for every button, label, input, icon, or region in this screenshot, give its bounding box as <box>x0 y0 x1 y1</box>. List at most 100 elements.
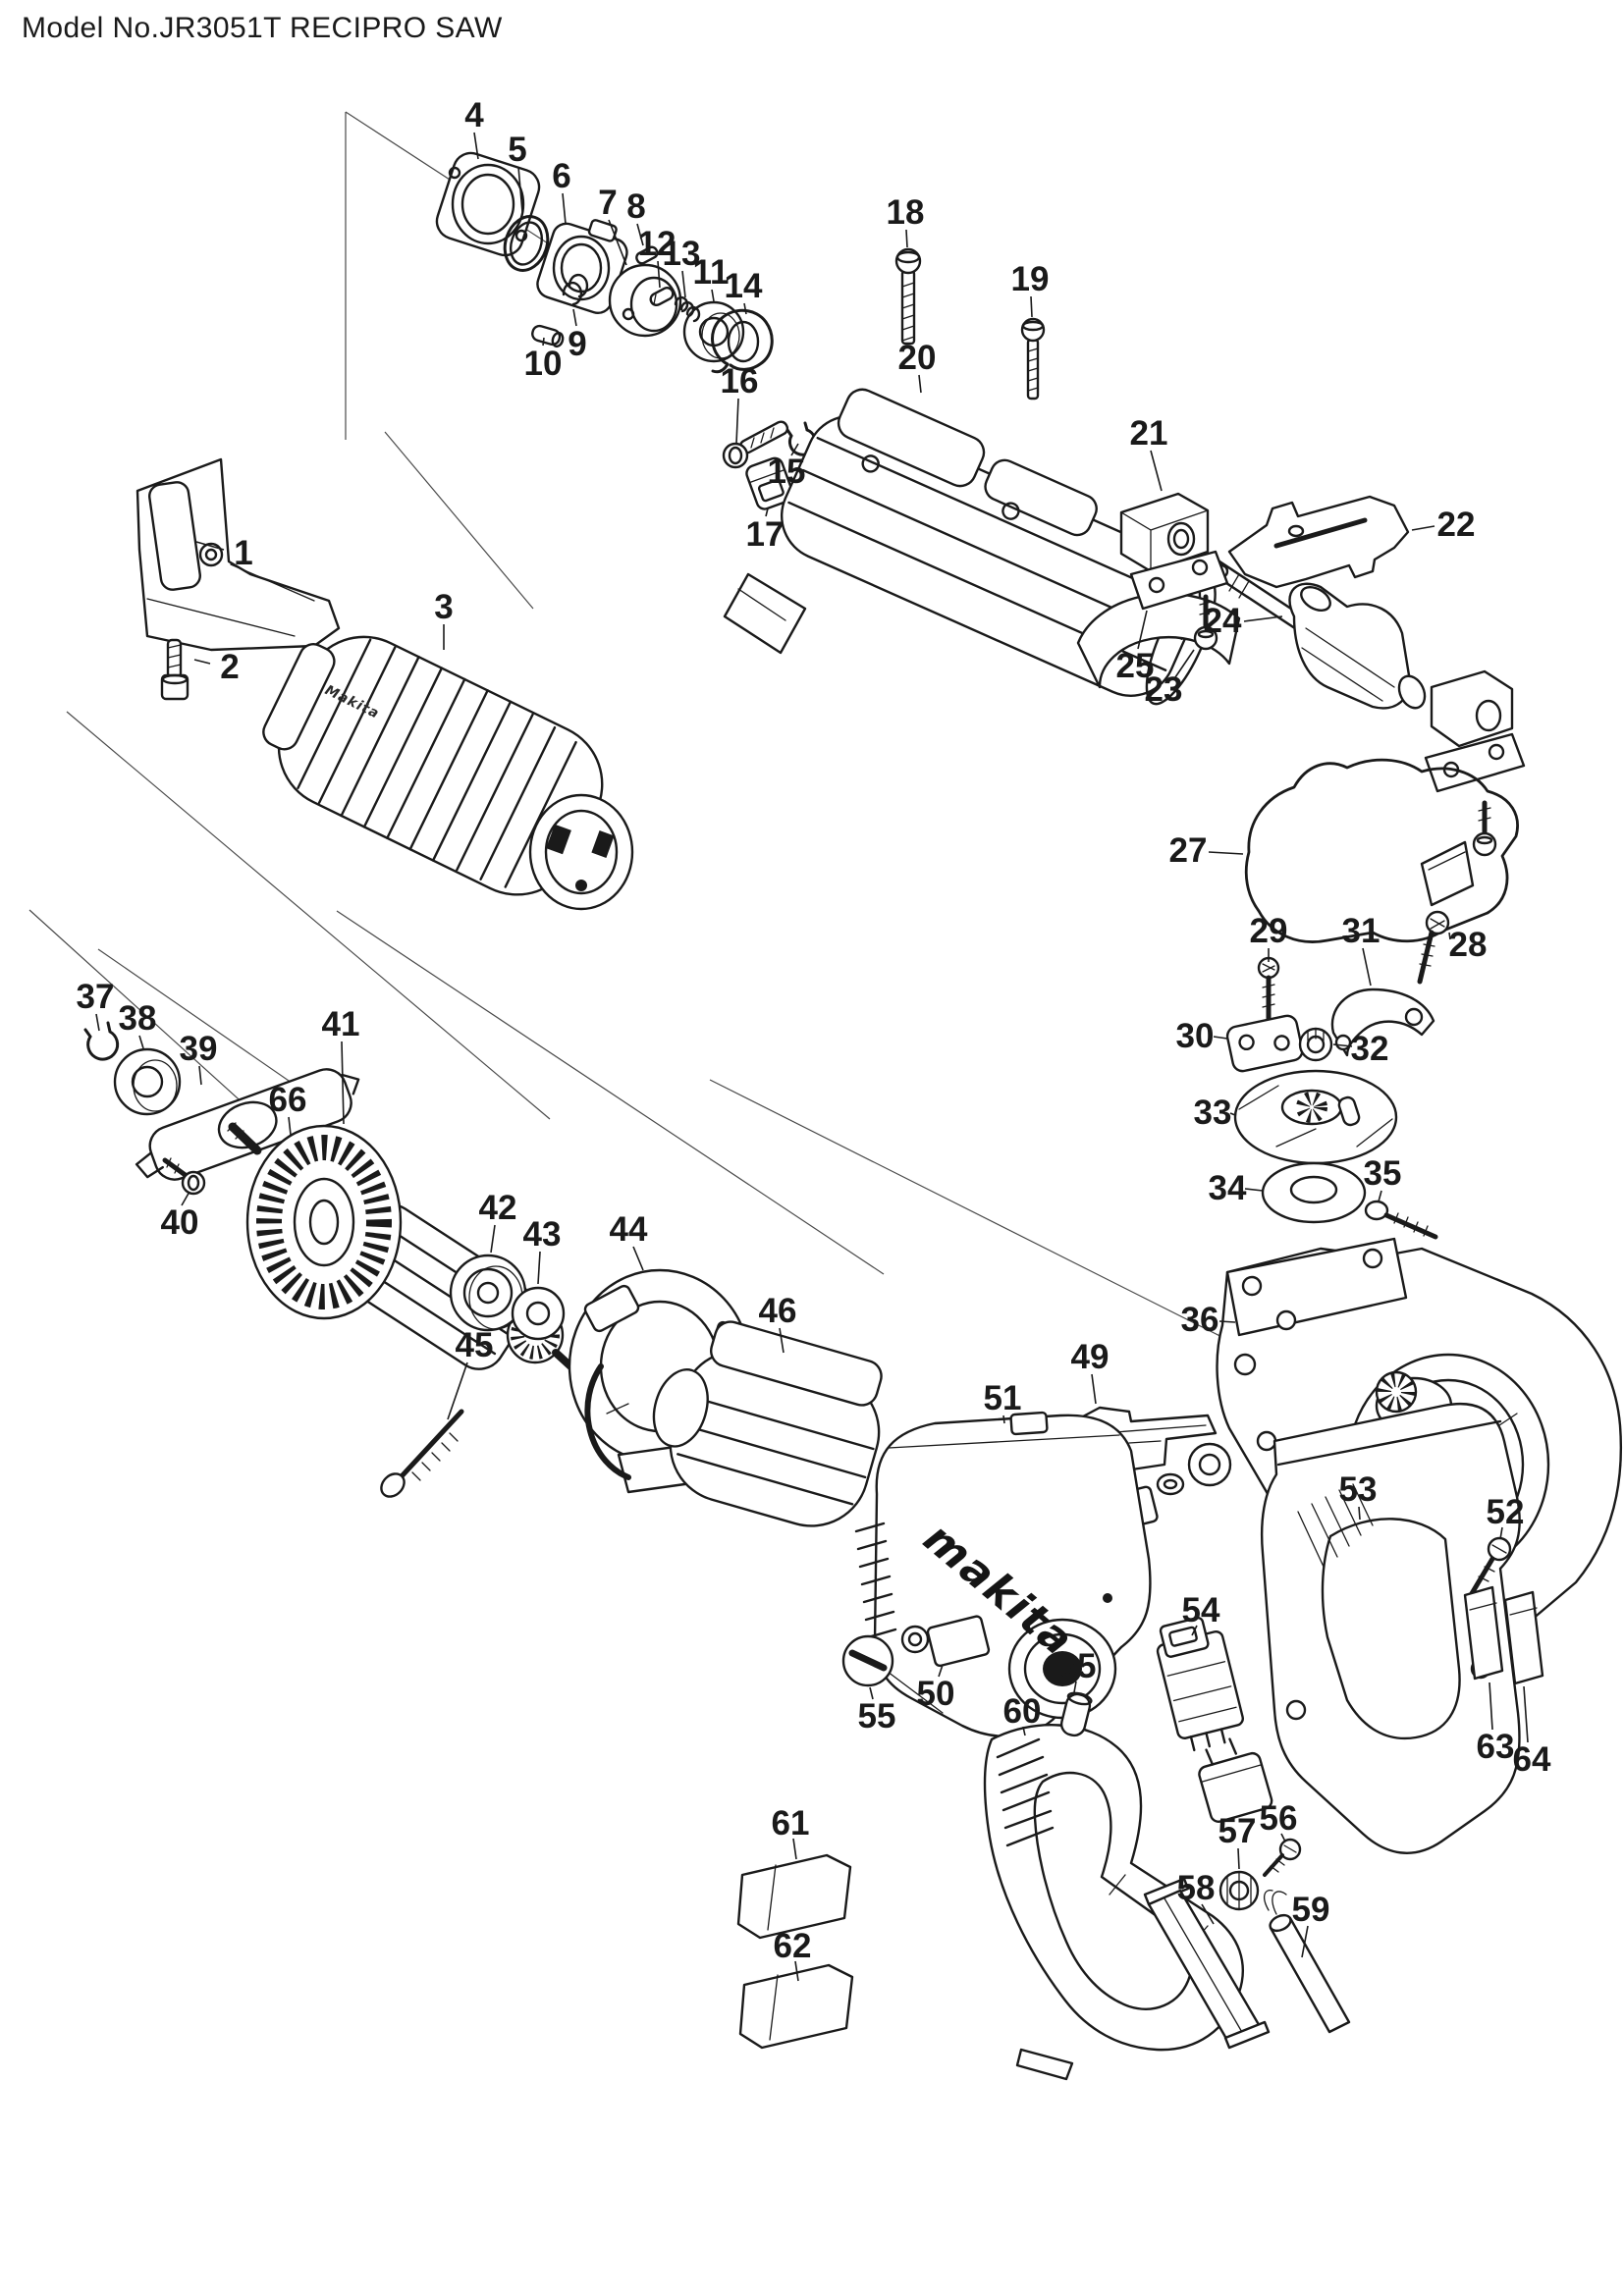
part-illustration-capacitor <box>1198 1737 1273 1823</box>
leader-line-40 <box>181 1191 190 1206</box>
part-label-61: 61 <box>772 1804 810 1842</box>
part-label-2: 2 <box>220 648 239 686</box>
leader-line-5 <box>517 166 523 213</box>
part-label-24: 24 <box>1204 602 1242 640</box>
leader-line-25 <box>1137 610 1148 650</box>
part-label-21: 21 <box>1130 414 1168 453</box>
part-illustration-25-plate <box>1129 550 1229 611</box>
part-label-27: 27 <box>1169 831 1208 870</box>
part-illustration-23-screw <box>1193 594 1218 651</box>
part-label-4: 4 <box>464 96 484 134</box>
part-illustration-30-plate <box>1225 1014 1304 1073</box>
part-label-12: 12 <box>638 225 677 263</box>
leader-line-55 <box>869 1686 874 1700</box>
part-label-64: 64 <box>1513 1740 1551 1779</box>
leader-line-39 <box>198 1065 202 1086</box>
part-label-22: 22 <box>1437 506 1476 544</box>
part-illustration-14-ring-spring <box>711 308 774 374</box>
part-illustration-58-power-cord <box>1143 1877 1271 2050</box>
part-label-5: 5 <box>508 131 526 169</box>
leader-line-27 <box>1208 851 1244 855</box>
leader-line-18 <box>905 229 908 248</box>
part-label-31: 31 <box>1342 912 1380 950</box>
part-label-53: 53 <box>1339 1470 1378 1509</box>
leader-line-9 <box>572 308 577 327</box>
part-illustration-19-screw <box>1020 317 1046 400</box>
leader-line-24 <box>1243 615 1283 622</box>
leader-line-21 <box>1150 450 1163 492</box>
leader-line-49 <box>1091 1373 1097 1405</box>
part-illustration-57-cord-clamp <box>1218 1870 1260 1911</box>
leader-line-63 <box>1489 1682 1493 1731</box>
leader-line-10 <box>542 337 545 347</box>
leader-line-11 <box>711 289 715 302</box>
part-illustration-40-screw <box>162 1157 206 1196</box>
part-label-36: 36 <box>1181 1301 1219 1339</box>
leader-line-34 <box>1244 1188 1264 1192</box>
leader-line-44 <box>632 1246 644 1271</box>
leader-line-37 <box>95 1013 100 1032</box>
part-label-41: 41 <box>322 1005 360 1043</box>
part-label-65: 65 <box>1058 1647 1097 1685</box>
part-label-35: 35 <box>1364 1154 1402 1193</box>
leader-line-61 <box>792 1838 797 1860</box>
leader-line-57 <box>1237 1847 1240 1870</box>
part-label-37: 37 <box>77 978 115 1016</box>
part-label-30: 30 <box>1176 1017 1215 1055</box>
part-illustration-61-label <box>736 1853 852 1940</box>
part-illustration-56-screw <box>1263 1838 1302 1877</box>
part-label-44: 44 <box>610 1210 648 1249</box>
leader-line-60 <box>1022 1726 1026 1736</box>
part-illustration-62-name-plate <box>738 1963 854 2050</box>
leader-line-15 <box>790 443 799 456</box>
part-illustration-1-shoe-bracket <box>135 457 341 652</box>
leader-line-54 <box>1191 1625 1198 1636</box>
leader-line-45 <box>447 1362 468 1420</box>
leader-line-52 <box>1499 1526 1503 1540</box>
part-label-17: 17 <box>746 515 785 554</box>
part-label-23: 23 <box>1145 670 1183 709</box>
part-illustration-59-cord-guard <box>1263 1890 1351 2034</box>
leader-line-22 <box>1411 525 1435 531</box>
part-label-39: 39 <box>180 1030 218 1068</box>
leader-lines <box>95 132 1529 1982</box>
part-label-38: 38 <box>119 999 157 1038</box>
part-label-3: 3 <box>434 588 453 626</box>
leader-line-12 <box>657 260 661 289</box>
part-illustration-41-armature <box>227 1122 589 1389</box>
part-illustration-20-gear-housing <box>723 388 1241 706</box>
part-illustration-34-washer <box>1261 1161 1367 1224</box>
part-label-7: 7 <box>598 184 617 222</box>
part-label-57: 57 <box>1218 1812 1257 1850</box>
leader-line-64 <box>1523 1685 1529 1743</box>
part-illustration-8-pin <box>635 245 659 265</box>
part-label-28: 28 <box>1449 926 1488 964</box>
part-illustration-32-pin-sleeve <box>1298 1027 1333 1062</box>
leader-line-51 <box>1002 1415 1005 1424</box>
part-label-34: 34 <box>1209 1169 1247 1207</box>
part-label-51: 51 <box>984 1379 1022 1417</box>
leader-line-17 <box>765 507 769 517</box>
part-label-15: 15 <box>768 453 806 491</box>
page-title: Model No.JR3051T RECIPRO SAW <box>22 12 503 44</box>
leader-line-8 <box>636 223 644 246</box>
part-illustration-13-spring <box>674 295 701 323</box>
part-label-9: 9 <box>568 325 586 363</box>
part-illustration-3-front-housing: Makita <box>262 635 634 911</box>
leader-line-50 <box>938 1664 944 1678</box>
part-illustration-27-gasket <box>1244 758 1519 943</box>
leader-line-38 <box>138 1035 144 1049</box>
part-label-29: 29 <box>1250 912 1288 950</box>
leader-line-30 <box>1213 1036 1228 1040</box>
part-label-1: 1 <box>234 534 252 572</box>
part-illustration-21-slider-block <box>1119 492 1210 573</box>
part-illustration-65-sleeve <box>1059 1691 1093 1737</box>
part-label-25: 25 <box>1116 647 1155 685</box>
part-illustration-60-handle-housing <box>983 1724 1244 2081</box>
leader-line-32 <box>1332 1043 1353 1047</box>
part-illustration-55-brush-cap <box>841 1634 894 1687</box>
part-illustration-64-sticker <box>1503 1590 1544 1685</box>
part-illustration-35-screw <box>1364 1200 1438 1240</box>
part-label-20: 20 <box>898 339 937 377</box>
